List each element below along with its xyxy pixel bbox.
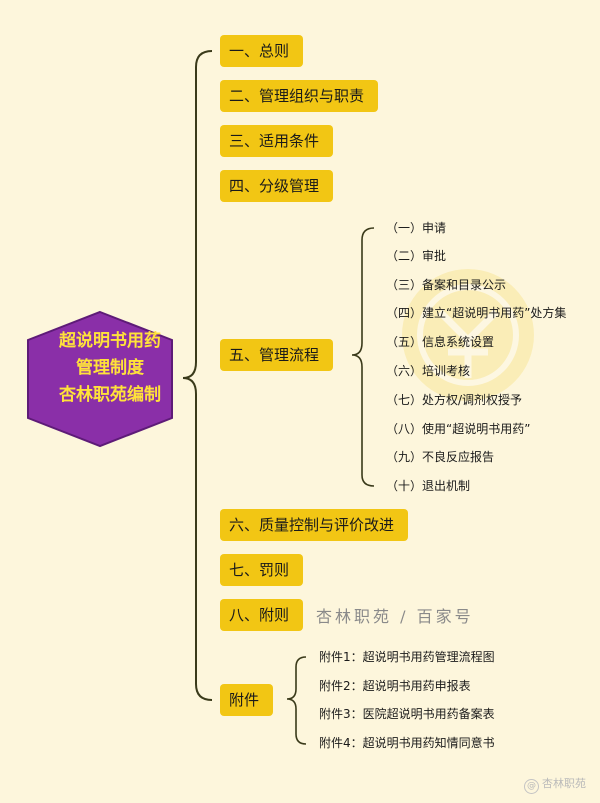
section-grading[interactable]: 四、分级管理 [220,170,334,202]
section-supplementary[interactable]: 八、附则 [220,599,304,631]
process-item[interactable]: （十）退出机制 [386,479,471,493]
process-item[interactable]: （六）培训考核 [386,364,471,378]
attachment-brace [286,656,307,745]
section-organization[interactable]: 二、管理组织与职责 [220,80,379,112]
process-item[interactable]: （四）建立“超说明书用药”处方集 [386,306,567,320]
process-item[interactable]: （七）处方权/调剂权授予 [386,393,523,407]
process-item[interactable]: （九）不良反应报告 [386,450,495,464]
section-attachments[interactable]: 附件 [220,684,274,716]
attachment-item[interactable]: 附件4：超说明书用药知情同意书 [319,736,495,750]
process-item[interactable]: （五）信息系统设置 [386,335,495,349]
center-line-3: 杏林职苑编制 [59,385,161,405]
process-item[interactable]: （三）备案和目录公示 [386,278,507,292]
section-quality[interactable]: 六、质量控制与评价改进 [220,509,409,541]
process-item[interactable]: （二）审批 [386,249,447,263]
section-general[interactable]: 一、总则 [220,35,304,67]
attachment-item[interactable]: 附件2：超说明书用药申报表 [319,679,471,693]
section-process[interactable]: 五、管理流程 [220,339,334,371]
corner-watermark: @杏林职苑 [524,775,586,794]
at-icon: @ [524,779,539,794]
process-item[interactable]: （八）使用“超说明书用药” [386,422,531,436]
watermark-text: 杏林职苑 / 百家号 [316,607,474,626]
section-penalty[interactable]: 七、罚则 [220,554,304,586]
center-title: 超说明书用药 管理制度 杏林职苑编制 [40,328,180,409]
main-brace [182,50,213,701]
section-conditions[interactable]: 三、适用条件 [220,125,334,157]
center-line-1: 超说明书用药 [59,331,161,351]
process-item[interactable]: （一）申请 [386,221,447,235]
background-logo-icon [402,269,534,401]
corner-watermark-label: 杏林职苑 [542,777,586,790]
process-brace [351,227,375,487]
attachment-item[interactable]: 附件3：医院超说明书用药备案表 [319,707,495,721]
attachment-item[interactable]: 附件1：超说明书用药管理流程图 [319,650,495,664]
center-hexagon [27,310,173,448]
center-line-2: 管理制度 [76,358,144,378]
